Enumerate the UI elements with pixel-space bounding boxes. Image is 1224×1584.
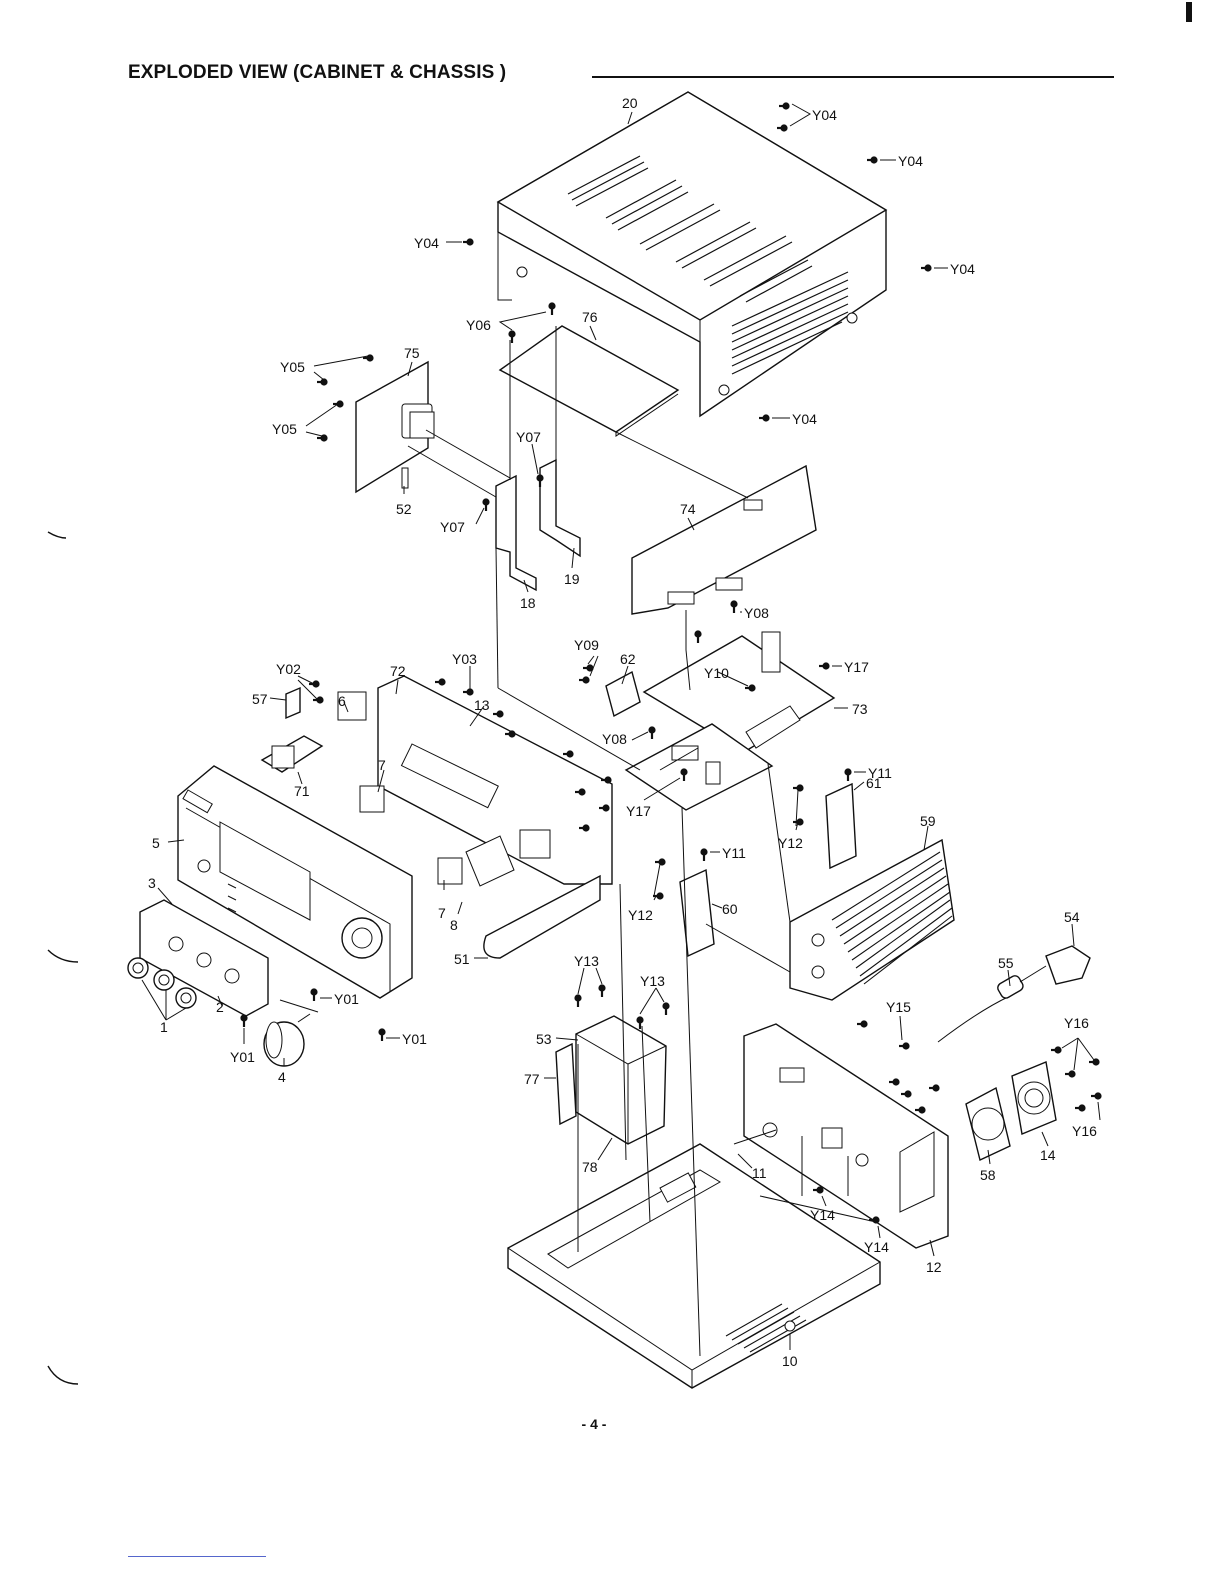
label-part-55: 55 [998, 955, 1014, 971]
label-part-74: 74 [680, 501, 696, 517]
tag-y12-b: Y12 [628, 907, 653, 923]
label-part-18: 18 [520, 595, 536, 611]
label-part-14: 14 [1040, 1147, 1056, 1163]
label-part-58: 58 [980, 1167, 996, 1183]
tag-y16-a: Y16 [1064, 1015, 1089, 1031]
pcb-76 [500, 326, 678, 436]
heatsink-59 [790, 840, 954, 1000]
label-part-62: 62 [620, 651, 636, 667]
label-part-19: 19 [564, 571, 580, 587]
bracket-61 [826, 784, 856, 868]
tag-y12-a: Y12 [778, 835, 803, 851]
tag-y14-b: Y14 [864, 1239, 889, 1255]
label-part-53: 53 [536, 1031, 552, 1047]
label-part-2: 2 [216, 999, 224, 1015]
tag-y13-a: Y13 [574, 953, 599, 969]
tag-y04-b: Y04 [898, 153, 923, 169]
label-part-75: 75 [404, 345, 420, 361]
tag-y05-a: Y05 [280, 359, 305, 375]
tag-y14-a: Y14 [810, 1207, 835, 1223]
tag-y17-a: Y17 [844, 659, 869, 675]
tag-y06: Y06 [466, 317, 491, 333]
label-part-78: 78 [582, 1159, 598, 1175]
label-part-7-b: 7 [438, 905, 446, 921]
label-part-6: 6 [338, 693, 346, 709]
tag-y16-b: Y16 [1072, 1123, 1097, 1139]
label-part-72: 72 [390, 663, 406, 679]
label-part-11: 11 [752, 1165, 767, 1181]
switch-57 [286, 688, 300, 718]
tag-y15: Y15 [886, 999, 911, 1015]
tag-y09: Y09 [574, 637, 599, 653]
tag-y07-a: Y07 [516, 429, 541, 445]
flat-cable-51 [484, 876, 600, 958]
label-part-20: 20 [622, 95, 638, 111]
switch-71 [262, 736, 322, 772]
bracket-19 [540, 460, 580, 556]
label-part-76: 76 [582, 309, 598, 325]
footer-link-underline [128, 1556, 266, 1557]
label-part-12: 12 [926, 1259, 942, 1275]
label-part-10: 10 [782, 1353, 798, 1369]
tag-y11-a: Y11 [868, 765, 892, 781]
cover-77 [556, 1044, 576, 1124]
label-part-71: 71 [294, 783, 310, 799]
tag-y07-b: Y07 [440, 519, 465, 535]
tag-y04-c: Y04 [950, 261, 975, 277]
label-part-59: 59 [920, 813, 936, 829]
label-part-1: 1 [160, 1019, 168, 1035]
label-part-5: 5 [152, 835, 160, 851]
tag-y01-a: Y01 [334, 991, 359, 1007]
pcb-75 [356, 362, 510, 504]
tag-y04-e: Y04 [792, 411, 817, 427]
transformer-53 [576, 1016, 666, 1144]
tag-y08-b: Y08 [602, 731, 627, 747]
tag-y05-b: Y05 [272, 421, 297, 437]
tag-y17-b: Y17 [626, 803, 651, 819]
fan-58 [966, 1088, 1010, 1160]
label-part-7-a: 7 [378, 757, 386, 773]
tag-y02: Y02 [276, 661, 301, 677]
label-part-4: 4 [278, 1069, 286, 1085]
label-part-77: 77 [524, 1071, 540, 1087]
tag-y08-a: Y08 [744, 605, 769, 621]
page-number: - 4 - [562, 1416, 626, 1432]
label-part-13: 13 [474, 697, 490, 713]
label-part-60: 60 [722, 901, 738, 917]
tag-y04-a: Y04 [812, 107, 837, 123]
margin-marks [48, 532, 78, 1384]
label-part-8: 8 [450, 917, 458, 933]
pcb-73 [644, 632, 834, 752]
pcb-74 [632, 466, 816, 614]
tag-y13-b: Y13 [640, 973, 665, 989]
tag-y03: Y03 [452, 651, 477, 667]
label-part-52: 52 [396, 501, 412, 517]
connector-62 [606, 672, 640, 716]
bracket-18 [496, 476, 536, 590]
label-part-54: 54 [1064, 909, 1080, 925]
tag-y10: Y10 [704, 665, 729, 681]
tag-y04-d: Y04 [414, 235, 439, 251]
label-part-51: 51 [454, 951, 470, 967]
tag-y01-b: Y01 [230, 1049, 255, 1065]
label-part-57: 57 [252, 691, 268, 707]
label-part-3: 3 [148, 875, 156, 891]
tag-y11-b: Y11 [722, 845, 746, 861]
tag-y01-c: Y01 [402, 1031, 427, 1047]
fan-grille-14 [1012, 1062, 1056, 1134]
label-part-73: 73 [852, 701, 868, 717]
